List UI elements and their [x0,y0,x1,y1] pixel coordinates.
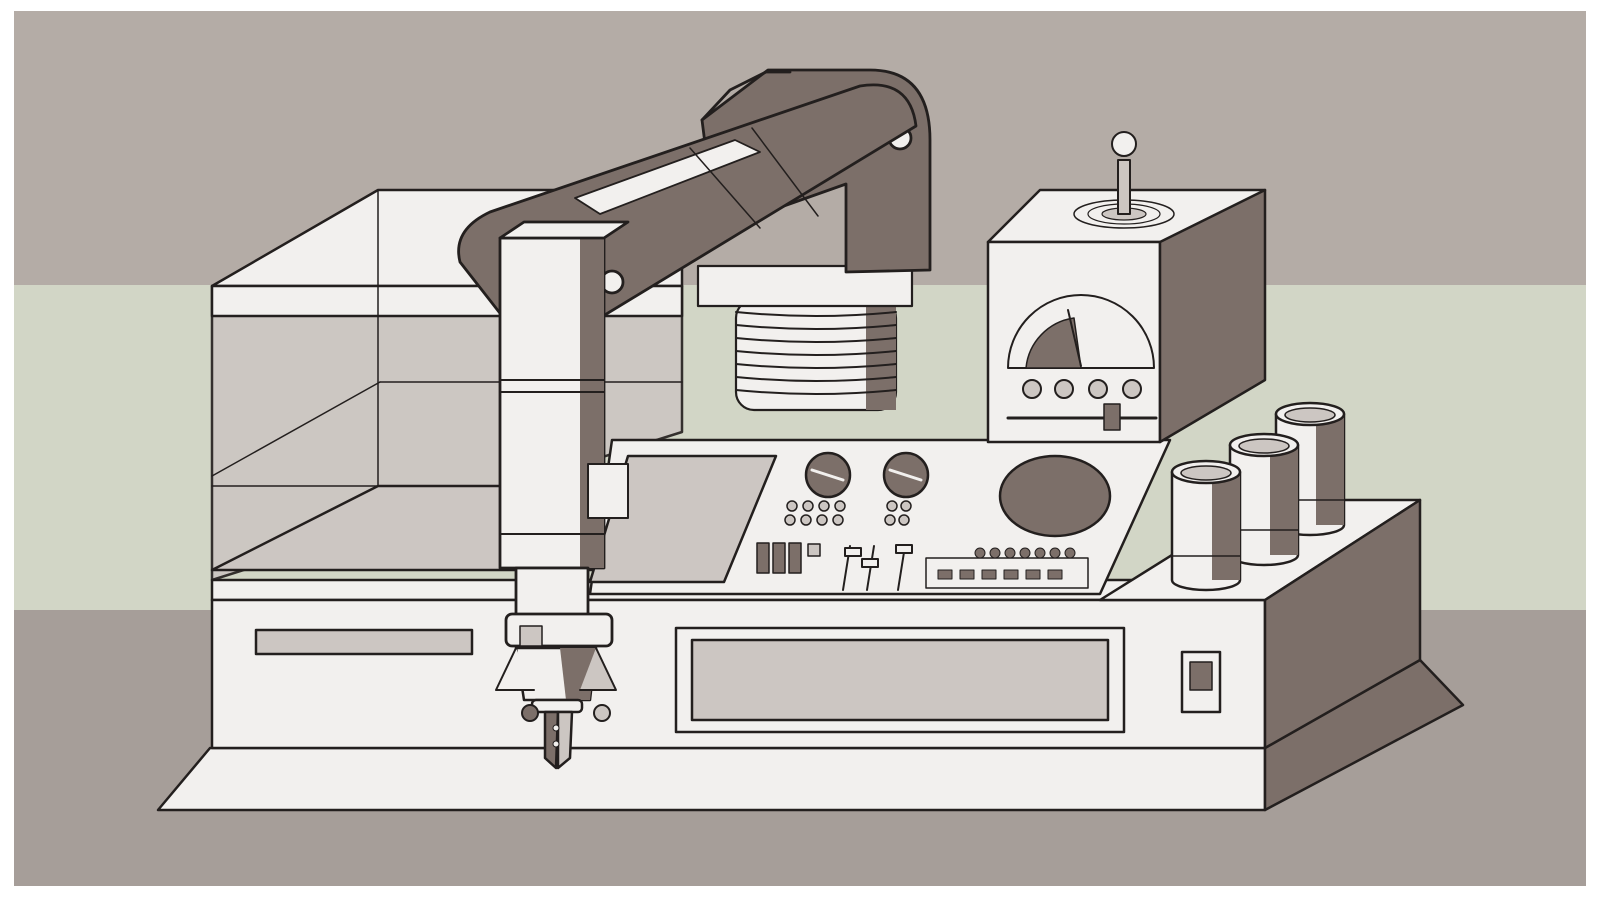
arm-sensor [587,463,629,519]
robot-arm [457,68,932,648]
joystick-knob[interactable] [1111,131,1137,157]
joystick-unit [986,131,1267,444]
meter-slider[interactable] [1103,403,1121,431]
speaker-grille [998,454,1112,538]
fader-sliders[interactable] [842,544,913,591]
small-buttons[interactable] [784,500,912,526]
key-switches[interactable] [756,542,821,574]
indicator-lights [937,547,1076,580]
meter-knobs[interactable] [1022,379,1142,399]
gripper[interactable] [495,646,617,770]
storage-canisters [1170,401,1346,592]
control-panel [588,438,1172,596]
joystick-lever[interactable] [1117,159,1131,215]
console-body [210,578,1267,750]
